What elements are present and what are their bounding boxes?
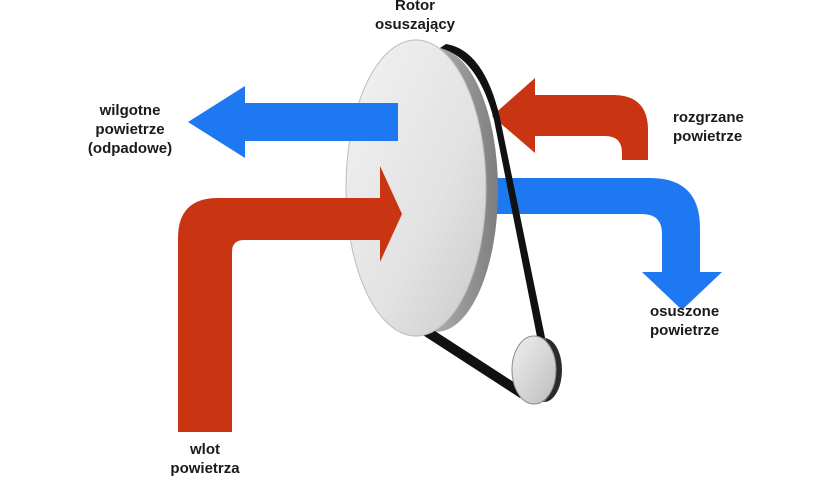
drive-belt-lower: [412, 320, 526, 398]
drive-belt: [440, 44, 548, 352]
heated-air-arrow: [492, 78, 648, 160]
wet-air-arrow: [188, 86, 398, 158]
inlet-air-arrow: [178, 166, 402, 432]
label-inlet-air: wlot powietrza: [170, 441, 240, 477]
label-heated-air: rozgrzane powietrze: [673, 109, 744, 145]
label-wet-air: wilgotne powietrze (odpadowe): [87, 102, 173, 157]
dried-air-arrow: [455, 178, 722, 310]
label-dried-air: osuszone powietrze: [650, 303, 720, 339]
rotor-face: [345, 39, 487, 337]
motor-pulley: [511, 335, 557, 405]
label-rotor: Rotor osuszający: [374, 0, 456, 33]
